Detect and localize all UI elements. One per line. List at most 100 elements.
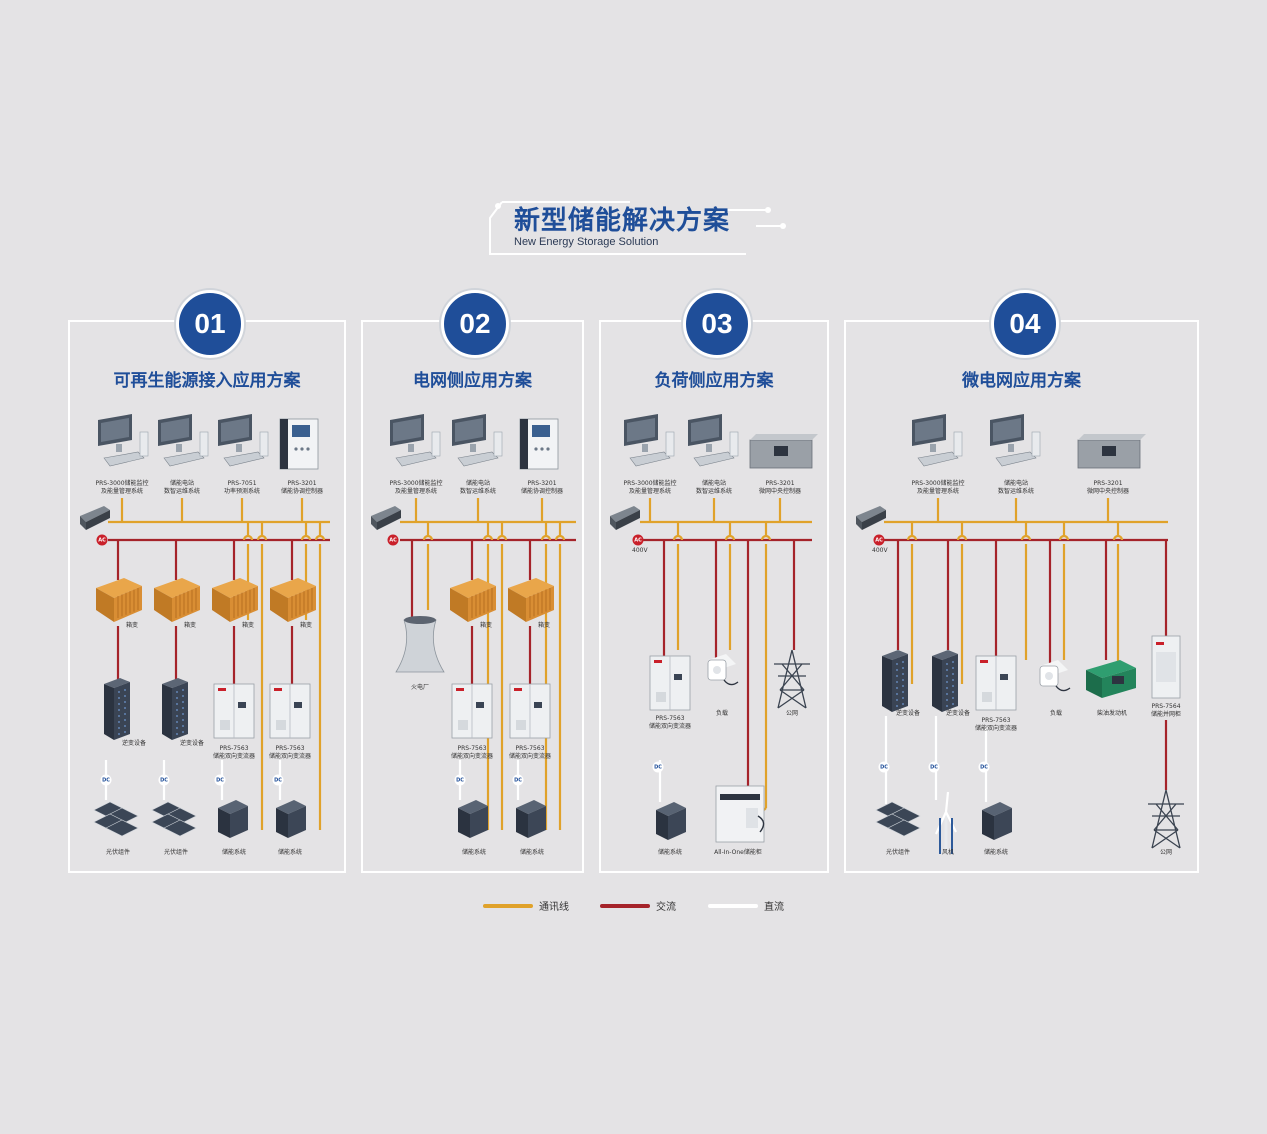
cabinet-front [942,654,958,712]
socket-hole [1045,672,1053,680]
device-label: 光伏组件 [163,849,189,856]
gridcab-logo [1156,642,1164,645]
voltage-label: 400V [632,547,648,554]
pcs-converter-icon [649,655,691,711]
pc-tower [953,431,963,457]
cabinet-led [902,691,904,693]
pcs-panel [294,702,302,708]
cabinet-led [952,667,954,669]
transformer-top [212,578,258,598]
switch-front [377,510,401,530]
monitor-stand [642,444,648,452]
all-in-one-cabinet-icon [715,785,765,843]
inverter-cabinet-icon [162,678,188,740]
device-label: 储能系统 [277,849,303,856]
device-label: 逆变设备 [945,710,971,717]
cabinet-led [952,679,954,681]
cabinet-led [176,703,178,705]
monitor-icon [158,414,209,467]
panel-title: 微电网应用方案 [962,371,1081,391]
cabinet-led [176,709,178,711]
monitor-stand [470,444,476,452]
pcs-panel [674,674,682,680]
device-label: 公网 [785,710,799,717]
monitor-glass [455,418,483,442]
transformer-top [96,578,142,598]
cabinet-led [902,685,904,687]
monitor-glass [101,418,129,442]
line-crossing-hop [906,534,918,541]
panel-number-badge: 02 [441,290,509,358]
line-crossing-hop [422,534,434,541]
tower-top [404,616,436,624]
cabinet-led [176,733,178,735]
cabinet-led [902,697,904,699]
cabinet-led [902,661,904,663]
device-label: 光伏组件 [105,849,131,856]
monitor-stand [176,444,182,452]
power-plant-icon [395,616,445,673]
transformer-top [270,578,316,598]
transformer-right [172,586,200,622]
battery-side [276,808,288,838]
device-label: All-In-One储能柜 [714,849,762,856]
cabinet-top [162,678,188,688]
switch-front [862,510,886,530]
battery-front [230,806,248,838]
transformer-box-icon [96,578,142,622]
device-label: 储能系统 [221,849,247,856]
keyboard [457,451,499,467]
switch-top [610,506,640,522]
monitor-glass [221,418,249,442]
keyboard [223,451,265,467]
device-label: PRS-3000储能监控及能量管理系统 [623,480,677,495]
controller-screen [532,425,550,437]
cabinet-led [952,703,954,705]
cabinet-led [946,681,948,683]
pcs-logo [218,688,226,691]
switch-top [371,506,401,522]
controller-button [300,447,304,451]
controller-icon [279,418,319,470]
switch-side [80,516,86,530]
cabinet-led [176,727,178,729]
cabinet-side [162,684,172,740]
cabinet-top [104,678,130,688]
voltage-label: 400V [872,547,888,554]
transformer-left [450,588,468,622]
cabinet-led [118,715,120,717]
transmission-tower-icon [774,649,810,709]
keyboard [163,451,205,467]
panel-number-badge: 04 [991,290,1059,358]
legend-item-ac: 交流 [600,898,676,913]
monitor-icon [98,414,149,467]
line-crossing-hop [482,534,494,541]
pv-cell [163,819,197,837]
rack-top [1078,434,1146,440]
cabinet-led [124,719,126,721]
dc-tag: DC [978,761,990,773]
keyboard [917,451,959,467]
battery-top [516,800,546,814]
cabinet-led [896,675,898,677]
legend-label: 直流 [764,902,784,913]
cabinet-led [896,669,898,671]
cabinet-led [124,695,126,697]
rack-controller-icon [1077,434,1146,469]
cabinet-led [182,719,184,721]
device-label: 光伏组件 [885,849,911,856]
diesel-generator-icon [1086,660,1136,698]
legend-label: 通讯线 [539,902,569,913]
device-label: 储能电站数智运维系统 [459,480,497,495]
transformer-box-icon [450,578,496,622]
panel-number-badge: 03 [683,290,751,358]
genset-panel [1112,676,1124,684]
transformer-left [270,588,288,622]
battery-top [218,800,248,814]
network-switch-icon [80,506,110,530]
pcs-logo [514,688,522,691]
page-title: 新型储能解决方案 [514,206,731,236]
